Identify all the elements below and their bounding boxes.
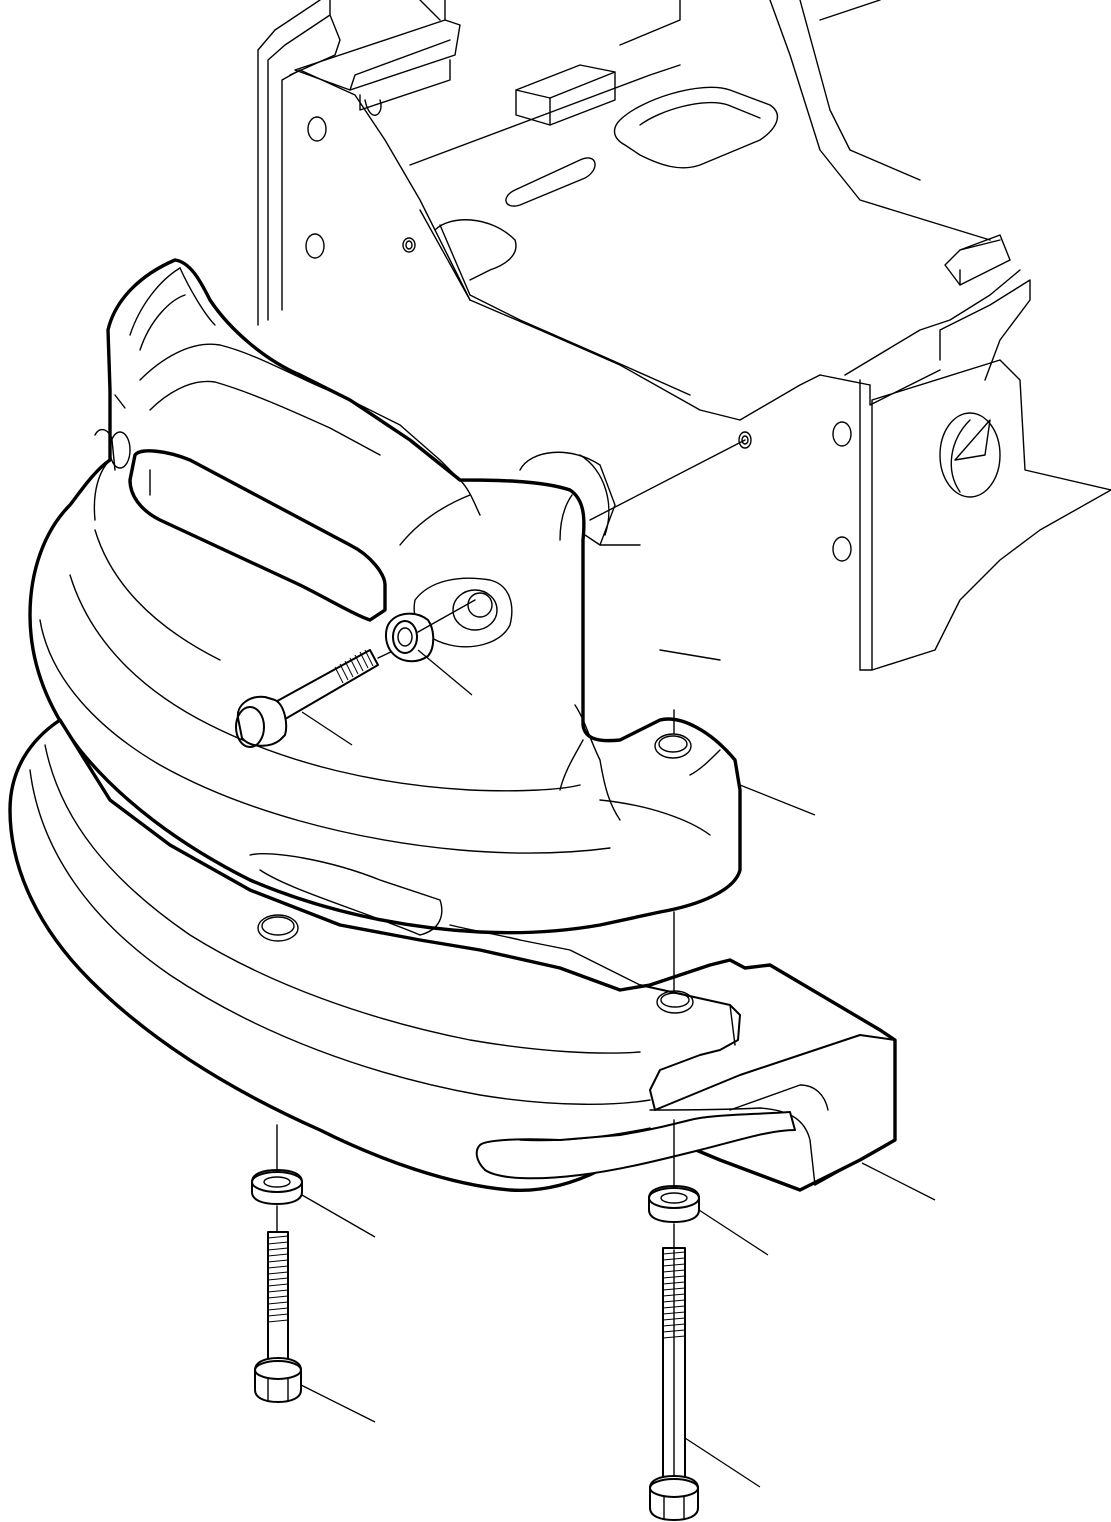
leader-horizontal-bolt [301, 711, 353, 746]
leader-upper-counterweight [739, 784, 816, 816]
leader-horizontal-washer [417, 649, 473, 696]
left-vertical-bolt [254, 1231, 302, 1403]
left-washer [251, 1169, 303, 1205]
horizontal-bolt [235, 649, 396, 748]
leader-lower-counterweight [861, 1162, 936, 1201]
right-washer [648, 1185, 700, 1223]
leader-right-washer [698, 1209, 769, 1256]
machine-frame [257, 0, 1111, 671]
callout-leaders [300, 649, 936, 1488]
leader-left-vertical-bolt [300, 1384, 376, 1423]
horizontal-washer [384, 599, 476, 663]
assembly-axis-lines [276, 709, 675, 1249]
leader-left-washer [301, 1194, 376, 1238]
lower-counterweight [8, 718, 897, 1193]
upper-counterweight [28, 258, 742, 935]
leader-right-vertical-bolt [684, 1437, 761, 1488]
right-vertical-bolt [649, 1247, 699, 1521]
